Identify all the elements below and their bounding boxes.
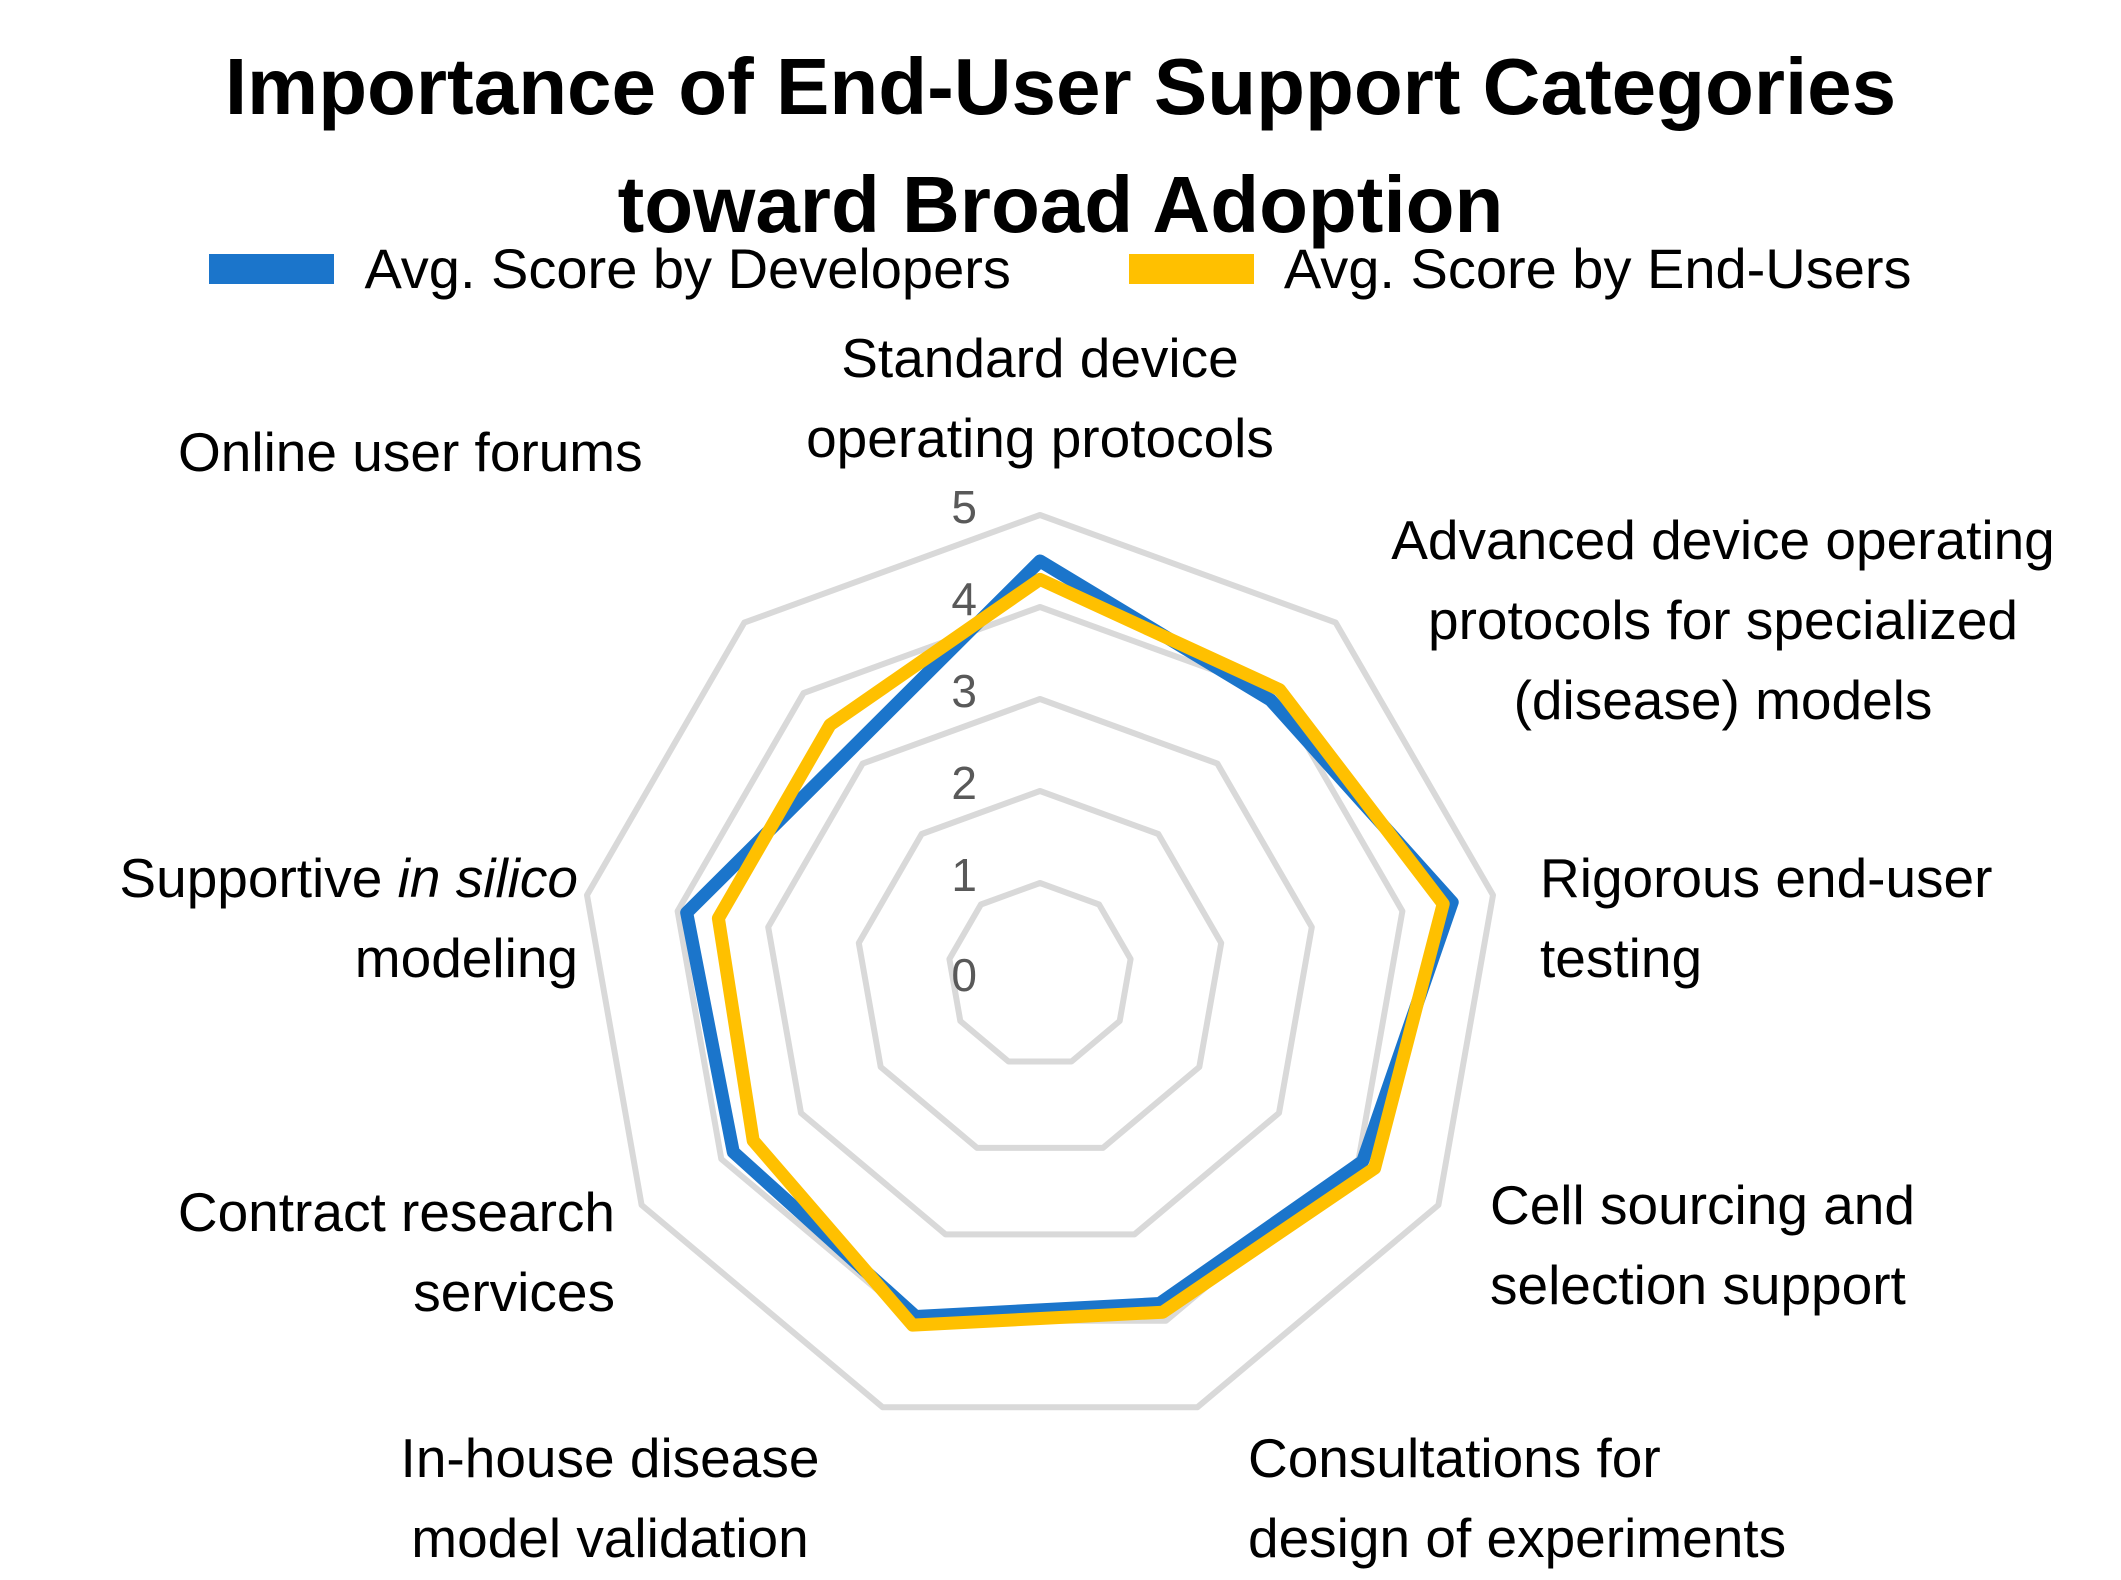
radial-axis-tick-0: 0 [951, 949, 977, 1001]
category-label-cell-sourcing-and-selection-support: Cell sourcing and selection support [1490, 1174, 1915, 1316]
chart-title: Importance of End-User Support Categorie… [0, 28, 2121, 264]
grid-ring-2 [855, 788, 1225, 1151]
legend-item-end-users: Avg. Score by End-Users [1128, 236, 1912, 301]
category-label-advanced-device-operating-protocols: Advanced device operating protocols for … [1391, 509, 2055, 731]
category-label-in-house-disease-model-validation: In-house disease model validation [400, 1427, 820, 1569]
legend-swatch-end-users [1128, 253, 1254, 284]
category-label-online-user-forums: Online user forums [178, 421, 643, 483]
legend-label-developers: Avg. Score by Developers [364, 237, 1011, 300]
chart-title-line-1: Importance of End-User Support Categorie… [224, 42, 1897, 131]
radial-axis-tick-1: 1 [951, 849, 977, 901]
grid-ring-1 [946, 880, 1134, 1065]
legend-item-developers: Avg. Score by Developers [209, 236, 1011, 301]
series-polyline-1 [711, 572, 1450, 1332]
grid-ring-3 [765, 696, 1315, 1238]
category-label-rigorous-end-user-testing: Rigorous end-user testing [1540, 847, 1993, 989]
chart-legend: Avg. Score by Developers Avg. Score by E… [0, 236, 2121, 301]
radial-axis-tick-2: 2 [951, 757, 977, 809]
category-label-contract-research-services: Contract research services [177, 1181, 615, 1323]
grid-ring-5 [584, 512, 1496, 1411]
category-label-supportive-in-silico-modeling: Supportive in silico modeling [119, 847, 578, 989]
legend-swatch-developers [209, 253, 335, 284]
legend-label-end-users: Avg. Score by End-Users [1283, 237, 1912, 300]
category-label-consultations-for-design-of-experiments: Consultations for design of experiments [1248, 1427, 1787, 1569]
chart-title-line-2: toward Broad Adoption [617, 160, 1504, 249]
radial-axis-tick-3: 3 [951, 665, 977, 717]
radial-axis-tick-4: 4 [951, 573, 977, 625]
category-label-standard-device-operating-protocols: Standard device operating protocols [806, 327, 1274, 469]
radial-axis-tick-5: 5 [951, 481, 977, 533]
